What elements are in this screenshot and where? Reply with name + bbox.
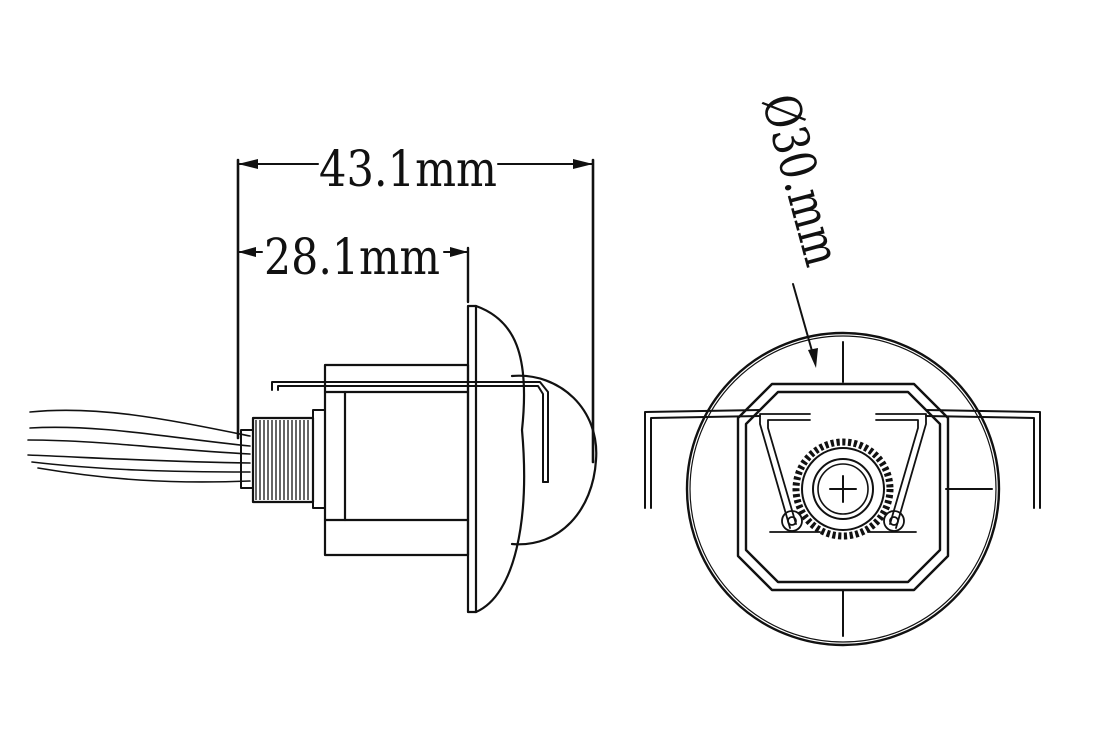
dimension-overall: 43.1mm bbox=[236, 140, 595, 464]
spring-clip-front bbox=[644, 409, 1041, 509]
lens-dome bbox=[510, 374, 598, 546]
adjustment-knob bbox=[792, 438, 894, 540]
dimension-diameter: Ø30.mm bbox=[750, 88, 852, 368]
front-view bbox=[644, 331, 1041, 647]
dimension-label-diameter: Ø30.mm bbox=[750, 88, 851, 272]
spring-clip-side bbox=[271, 381, 549, 483]
flange bbox=[466, 304, 526, 614]
wires bbox=[27, 409, 251, 483]
dimension-body: 28.1mm bbox=[237, 228, 470, 304]
octagon-housing bbox=[736, 382, 950, 592]
cable-gland bbox=[240, 409, 326, 509]
outer-flange-circle bbox=[685, 331, 1001, 647]
dimension-label-body: 28.1mm bbox=[264, 228, 440, 286]
dimension-label-overall: 43.1mm bbox=[319, 140, 497, 198]
inner-spring bbox=[759, 413, 927, 533]
side-view bbox=[27, 304, 598, 614]
sensor-body bbox=[323, 363, 470, 557]
